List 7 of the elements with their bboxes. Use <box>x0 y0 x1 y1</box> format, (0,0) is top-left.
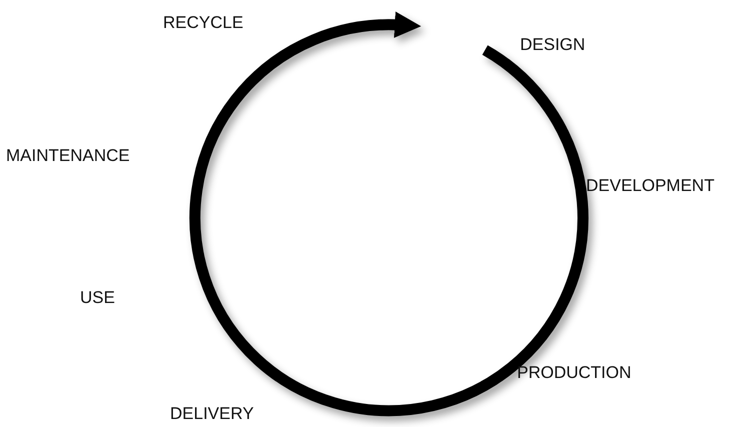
stage-label: DESIGN <box>520 35 586 56</box>
stage-label: USE <box>80 288 115 308</box>
stage-label: DEVELOPMENT <box>586 176 714 196</box>
stage-label: PRODUCTION <box>517 363 632 384</box>
stage-label: MAINTENANCE <box>6 146 130 166</box>
stage-label: RECYCLE <box>163 13 244 34</box>
stage-label: DELIVERY <box>170 404 254 424</box>
